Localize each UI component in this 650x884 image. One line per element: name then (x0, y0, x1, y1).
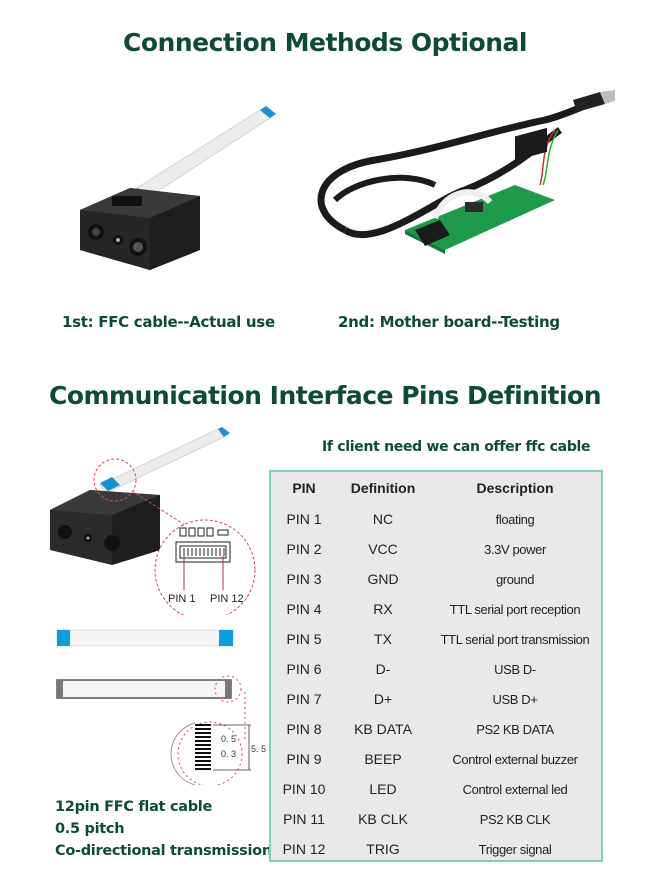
cell-pin: PIN 12 (282, 841, 326, 857)
ffc-desc-line-1: 12pin FFC flat cable (55, 799, 213, 815)
cell-definition: D- (375, 661, 391, 677)
table-row: PIN 7 D+ USB D+ (271, 684, 601, 714)
cell-definition: TRIG (366, 841, 400, 857)
pitch-dimension: 0. 5 (221, 734, 236, 744)
pin12-label: PIN 12 (210, 593, 244, 605)
table-row: PIN 9 BEEP Control external buzzer (271, 744, 601, 774)
caption-motherboard: 2nd: Mother board--Testing (338, 313, 560, 331)
pin-callout-diagram: PIN 1 PIN 12 (50, 427, 256, 615)
table-header-row: PIN Definition Description (271, 472, 601, 504)
ffc-cable-dimension-diagram: 0. 5 0. 3 5. 5 (56, 675, 266, 785)
conductor-width-dimension: 0. 3 (221, 749, 236, 759)
table-row: PIN 10 LED Control external led (271, 774, 601, 804)
cell-pin: PIN 3 (286, 571, 322, 587)
cell-pin: PIN 7 (286, 691, 322, 707)
total-width-dimension: 5. 5 (251, 744, 266, 754)
cell-definition: KB CLK (358, 811, 408, 827)
cell-pin: PIN 11 (283, 811, 325, 827)
cell-definition: TX (374, 631, 392, 647)
cell-definition: KB DATA (354, 721, 412, 737)
cell-description: PS2 KB DATA (476, 721, 554, 737)
ffc-offer-note: If client need we can offer ffc cable (322, 439, 591, 455)
cell-description: floating (495, 511, 535, 527)
cell-description: Trigger signal (478, 841, 552, 857)
table-row: PIN 8 KB DATA PS2 KB DATA (271, 714, 601, 744)
cell-definition: NC (372, 511, 394, 527)
cell-description: TTL serial port reception (449, 601, 581, 617)
motherboard-usb-image (317, 90, 615, 254)
section-title-pins-definition: Communication Interface Pins Definition (48, 381, 602, 410)
cell-pin: PIN 1 (286, 511, 322, 527)
cell-pin: PIN 6 (286, 661, 322, 677)
cell-pin: PIN 4 (286, 601, 322, 617)
cell-description: 3.3V power (484, 541, 546, 557)
ffc-cable-top-view (56, 629, 234, 647)
table-row: PIN 5 TX TTL serial port transmission (271, 624, 601, 654)
cell-pin: PIN 9 (286, 751, 322, 767)
cell-pin: PIN 5 (286, 631, 322, 647)
header-description: Description (476, 480, 554, 496)
cell-definition: LED (369, 781, 397, 797)
table-row: PIN 2 VCC 3.3V power (271, 534, 601, 564)
table-row: PIN 6 D- USB D- (271, 654, 601, 684)
table-row: PIN 3 GND ground (271, 564, 601, 594)
header-definition: Definition (350, 480, 416, 496)
cell-definition: GND (367, 571, 399, 587)
cell-pin: PIN 2 (286, 541, 322, 557)
table-row: PIN 1 NC floating (271, 504, 601, 534)
cell-description: USB D+ (492, 691, 538, 707)
cell-definition: VCC (368, 541, 398, 557)
pin-definition-table: PIN Definition Description PIN 1 NC floati… (269, 470, 603, 862)
table-row: PIN 11 KB CLK PS2 KB CLK (271, 804, 601, 834)
cell-pin: PIN 8 (286, 721, 322, 737)
scanner-module-ffc-image (80, 106, 276, 270)
cell-pin: PIN 10 (282, 781, 326, 797)
cell-definition: RX (373, 601, 393, 617)
caption-ffc-cable: 1st: FFC cable--Actual use (62, 313, 275, 331)
table-row: PIN 4 RX TTL serial port reception (271, 594, 601, 624)
table-row: PIN 12 TRIG Trigger signal (271, 834, 601, 864)
ffc-desc-line-3: Co-directional transmission (55, 843, 272, 859)
ffc-desc-line-2: 0.5 pitch (55, 821, 125, 837)
cell-definition: BEEP (364, 751, 402, 767)
cell-description: USB D- (494, 661, 536, 677)
cell-description: Control external buzzer (452, 751, 578, 767)
cell-description: Control external led (462, 781, 568, 797)
header-pin: PIN (292, 480, 316, 496)
ffc-description: 12pin FFC flat cable 0.5 pitch Co-direct… (55, 796, 272, 862)
cell-definition: D+ (373, 691, 393, 707)
cell-description: TTL serial port transmission (440, 631, 590, 647)
pin1-label: PIN 1 (168, 593, 196, 605)
cell-description: PS2 KB CLK (479, 811, 551, 827)
section-title-connection-methods: Connection Methods Optional (123, 28, 527, 57)
cell-description: ground (495, 571, 535, 587)
